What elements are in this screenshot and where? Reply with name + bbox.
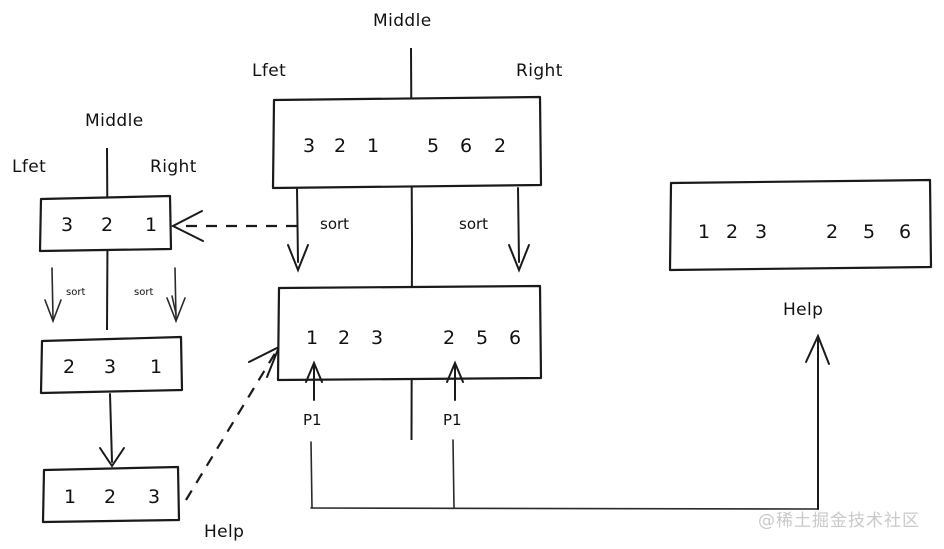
right-box-cell-3: 2 [826,221,838,243]
left-sort-arrow-1-label: sort [66,287,85,298]
right-box-cell-2: 3 [755,221,767,243]
left-help-label: Help [204,522,244,542]
right-box-cell-0: 1 [698,221,710,243]
middle-sort-arrow-right [517,187,520,263]
middle-box-bottom-left-cell-2: 3 [371,327,383,349]
pointer-left-label: P1 [303,411,322,429]
middle-box-top-left-cell-1: 2 [334,135,346,157]
middle-sort-arrow-left-head [287,244,309,273]
middle-sort-arrow-left [296,187,299,263]
left-box-top-cell-2: 1 [145,214,157,236]
middle-box-top-left-cell-0: 3 [303,135,315,157]
left-merge-arrow [109,393,113,463]
left-box-bottom-cell-0: 1 [64,486,76,508]
right-box-result [668,178,933,272]
left-box-bottom-cell-1: 2 [104,486,116,508]
pointer-left-arrow-head [305,360,323,383]
middle-box-top-left-cell-2: 1 [367,135,379,157]
pointer-right-arrow-head [446,360,464,383]
middle-box-top [271,95,543,190]
left-sort-arrow-2-head [166,297,186,324]
middle-box-bottom-right-cell-1: 5 [476,327,488,349]
left-box-mid-cell-0: 2 [63,356,75,378]
pointer-right-label: P1 [443,411,462,429]
middle-group-right-label: Right [516,61,563,81]
left-sort-arrow-1-head [44,299,62,324]
left-group-middle-label: Middle [85,111,144,131]
left-sort-arrow-1 [51,267,54,319]
bottom-connector-right-stem [452,439,455,509]
bottom-connector-horizontal [310,507,819,510]
middle-sort-arrow-right-head [508,244,530,273]
right-box-cell-1: 2 [726,221,738,243]
middle-box-top-right-cell-1: 6 [460,135,472,157]
middle-sort-arrow-right-label: sort [459,215,488,233]
middle-sort-arrow-left-label: sort [320,215,349,233]
left-box-bottom-cell-2: 3 [148,486,160,508]
middle-box-bottom-left-cell-1: 2 [338,327,350,349]
left-box-bottom [41,465,181,524]
dashed-connector-diagonal [185,349,278,501]
left-box-top-cell-0: 3 [61,214,73,236]
left-sort-arrow-2-head-inner [171,295,177,315]
middle-group-left-label: Lfet [252,61,286,81]
middle-box-bottom-left-cell-0: 1 [306,327,318,349]
left-group-right-label: Right [150,157,197,177]
watermark: @稀土掘金技术社区 [758,511,920,531]
left-box-mid [39,335,184,395]
middle-box-top-right-cell-2: 2 [494,135,506,157]
bottom-connector-left-stem [310,441,313,509]
middle-box-bottom-right-cell-2: 6 [509,327,521,349]
left-group-left-label: Lfet [12,157,46,177]
help-connector-arrowhead [805,333,830,365]
middle-box-top-right-cell-0: 5 [427,135,439,157]
middle-box-bottom-right-cell-0: 2 [443,327,455,349]
left-box-mid-cell-1: 3 [104,356,116,378]
left-sort-arrow-2-label: sort [134,287,153,298]
right-box-cell-4: 5 [863,221,875,243]
left-box-mid-cell-2: 1 [150,356,162,378]
right-box-cell-5: 6 [899,221,911,243]
dashed-connector-arrowhead [170,210,204,242]
left-box-top [38,194,173,253]
left-box-top-cell-1: 2 [101,214,113,236]
middle-box-bottom [276,284,543,382]
left-merge-arrow-head [99,447,125,468]
middle-group-middle-label: Middle [373,11,432,31]
right-help-label: Help [783,300,823,320]
